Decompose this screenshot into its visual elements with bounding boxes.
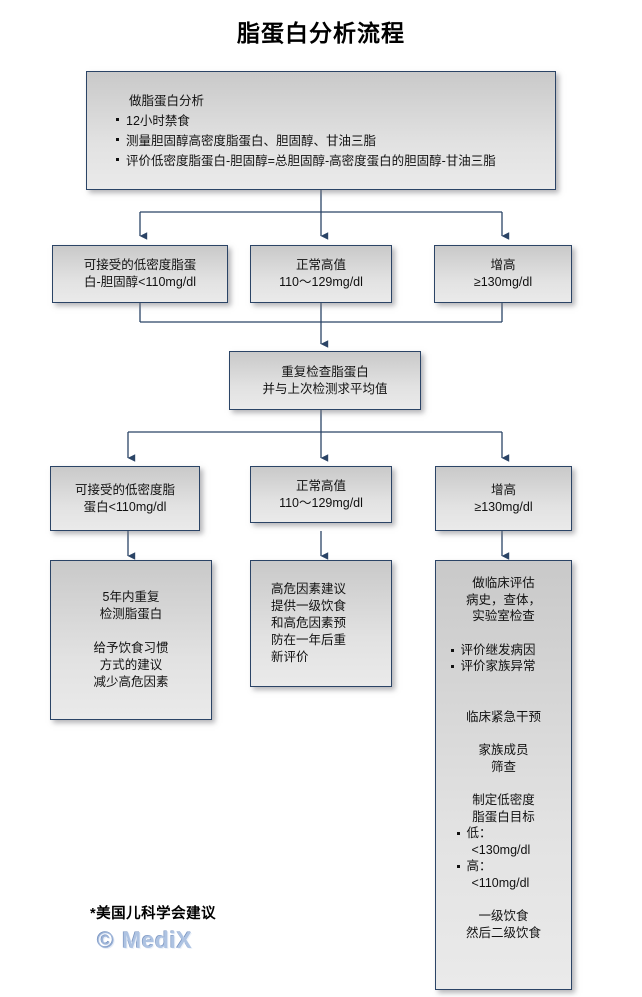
clinical-line4: 临床紧急干预 [465, 709, 541, 724]
clinical-line9: 一级饮食 [478, 909, 529, 923]
box-outcome-risk-factor: 高危因素建议 提供一级饮食 和高危因素预 防在一年后重 新评价 [250, 560, 392, 687]
page-title: 脂蛋白分析流程 [237, 20, 405, 46]
brand-logo: © MediX [97, 929, 192, 952]
clinical-line5: 家族成员 [478, 743, 529, 757]
clinical-bullet-1: 评价继发病因 [450, 642, 558, 659]
clinical-line2: 病史，查体， [465, 592, 541, 607]
recheck-line2: 并与上次检测求平均值 [262, 381, 388, 396]
box-borderline-2: 正常高值 110～129mg/dl [250, 466, 392, 523]
clinical-bullet-3: 低： [456, 825, 552, 842]
clinical-value-2: <110mg/dl [471, 875, 530, 890]
intro-bullet-1: 12小时禁食 [115, 111, 190, 131]
clinical-line6: 筛查 [490, 759, 516, 774]
box-outcome-repeat-5y: 5年内重复 检测脂蛋白 给予饮食习惯 方式的建议 减少高危因素 [50, 560, 212, 720]
clinical-line7: 制定低密度 [472, 793, 535, 807]
clinical-line8: 脂蛋白目标 [472, 809, 535, 824]
outcome-mid-line4: 防在一年后重 [271, 633, 347, 647]
clinical-bullet-2: 评价家族异常 [450, 658, 558, 675]
clinical-value-1: <130mg/dl [471, 842, 531, 857]
acceptable-ldl-1-line2: 白-胆固醇<110mg/dl [84, 275, 196, 289]
outcome-left-line1: 5年内重复 [102, 590, 160, 604]
elevated-1-line1: 增高 [490, 258, 516, 272]
outcome-left-line4: 方式的建议 [99, 658, 163, 672]
outcome-left-line5: 减少高危因素 [93, 675, 169, 689]
clinical-line1: 做临床评估 [472, 576, 535, 590]
borderline-1-line1: 正常高值 [295, 258, 346, 272]
intro-bullet-2: 测量胆固醇高密度脂蛋白、胆固醇、甘油三脂 [115, 131, 376, 151]
clinical-line3: 实验室检查 [472, 609, 535, 623]
box-acceptable-ldl-1: 可接受的低密度脂蛋 白-胆固醇<110mg/dl [52, 245, 228, 303]
acceptable-ldl-2-line2: 蛋白<110mg/dl [83, 499, 167, 514]
borderline-1-line2: 110～129mg/dl [279, 275, 363, 289]
box-outcome-clinical-evaluation: 做临床评估 病史，查体， 实验室检查 评价继发病因 评价家族异常 临床紧急干预 … [435, 560, 572, 990]
outcome-mid-line2: 提供一级饮食 [271, 599, 347, 613]
outcome-mid-line3: 和高危因素预 [271, 616, 347, 630]
outcome-mid-line1: 高危因素建议 [271, 582, 347, 596]
elevated-2-line1: 增高 [490, 482, 516, 497]
borderline-2-line2: 110～129mg/dl [279, 495, 363, 510]
intro-bullet-3: 评价低密度脂蛋白-胆固醇=总胆固醇-高密度蛋白的胆固醇-甘油三脂 [115, 151, 496, 171]
box-recheck-average: 重复检查脂蛋白 并与上次检测求平均值 [229, 351, 421, 410]
elevated-2-line2: ≥130mg/dl [474, 499, 533, 514]
box-lipoprotein-analysis: 做脂蛋白分析 12小时禁食 测量胆固醇高密度脂蛋白、胆固醇、甘油三脂 评价低密度… [86, 71, 556, 190]
intro-heading: 做脂蛋白分析 [129, 93, 205, 108]
copyright-icon: © [97, 927, 114, 953]
recheck-line1: 重复检查脂蛋白 [281, 364, 369, 379]
outcome-mid-line5: 新评价 [271, 650, 309, 664]
footnote-aap-recommendation: *美国儿科学会建议 [90, 906, 217, 922]
outcome-left-line3: 给予饮食习惯 [93, 641, 169, 655]
elevated-1-line2: ≥130mg/dl [473, 275, 533, 289]
box-acceptable-ldl-2: 可接受的低密度脂 蛋白<110mg/dl [50, 466, 200, 531]
outcome-left-line2: 检测脂蛋白 [99, 607, 163, 621]
box-elevated-2: 增高 ≥130mg/dl [435, 466, 572, 531]
box-elevated-1: 增高 ≥130mg/dl [434, 245, 572, 303]
acceptable-ldl-1-line1: 可接受的低密度脂蛋 [83, 258, 197, 272]
box-borderline-1: 正常高值 110～129mg/dl [250, 245, 392, 303]
borderline-2-line1: 正常高值 [295, 478, 346, 493]
clinical-bullet-4: 高： [456, 858, 552, 875]
acceptable-ldl-2-line1: 可接受的低密度脂 [74, 482, 175, 497]
brand-name: MediX [121, 927, 193, 953]
clinical-line10: 然后二级饮食 [465, 925, 541, 940]
